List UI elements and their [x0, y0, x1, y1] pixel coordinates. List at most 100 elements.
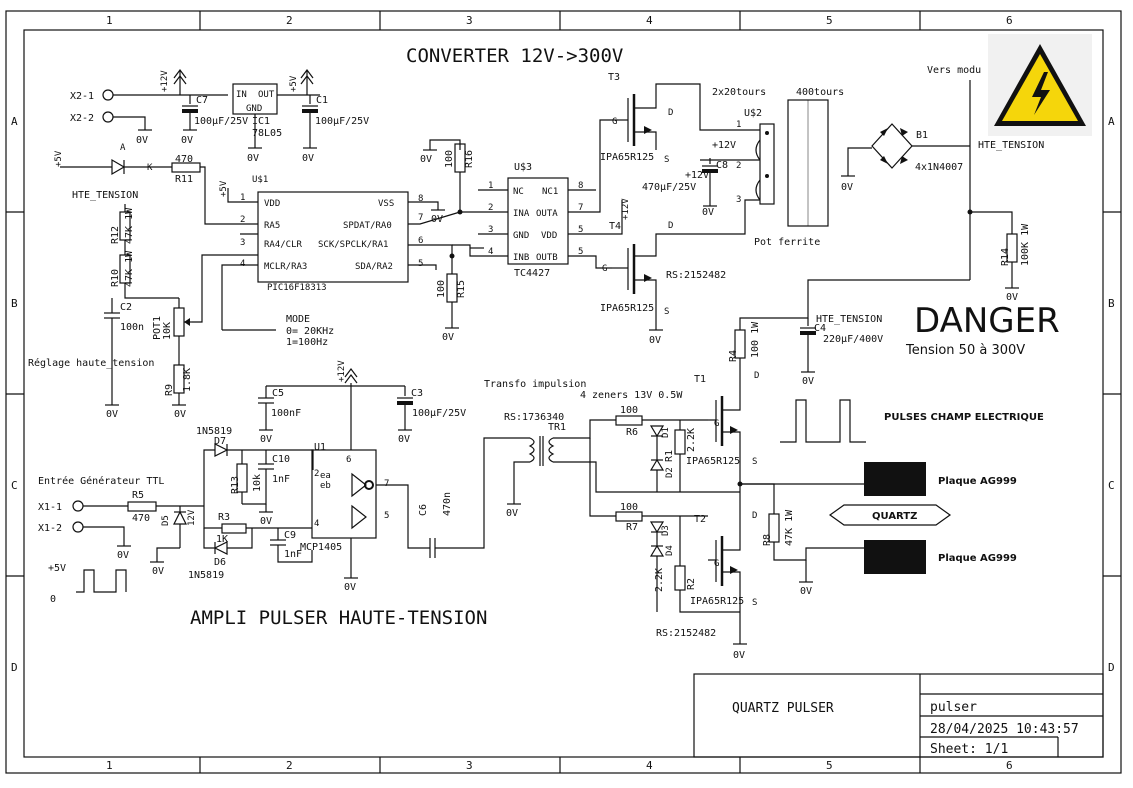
- connector-x2-2: [102, 111, 114, 123]
- connector-x1-2: [72, 521, 84, 533]
- titleblock-date: 28/04/2025 10:43:57: [930, 722, 1079, 737]
- quartz-crystal: [828, 504, 952, 526]
- t2-rs: RS:2152482: [656, 628, 716, 639]
- col-label-bottom-3: 3: [466, 759, 473, 772]
- connector-x1-1-label: X1-1: [38, 502, 62, 513]
- sheet-border: 1 2 3 4 5 6 1 2 3 4 5 6 A B C D A B C D: [5, 10, 1122, 774]
- pic16f18313-chip: [257, 191, 409, 283]
- plate-a: [864, 462, 926, 496]
- pic-pin-num: 4: [240, 259, 245, 269]
- row-label-left-d: D: [11, 661, 18, 674]
- converter-power-stage: T3 G S IPA65R125 2x20tours 400tours U$2 …: [600, 72, 1044, 400]
- pic-pin-num: 8: [418, 194, 423, 204]
- d7-value: 1N5819: [196, 426, 232, 437]
- driver-pin-num: 1: [488, 181, 493, 191]
- u1-pin-2: 2: [314, 469, 319, 479]
- col-label-bottom-4: 4: [646, 759, 653, 772]
- c3-ref: C3: [411, 388, 423, 399]
- r5-value: 470: [132, 513, 150, 524]
- t1-gate: G: [714, 419, 719, 429]
- connector-x1-2-label: X1-2: [38, 523, 62, 534]
- d3-ref: D3: [661, 525, 671, 536]
- pic-pin-vss: VSS: [378, 199, 394, 209]
- bridge-part: 4x1N4007: [915, 162, 963, 173]
- t4-drain: D: [668, 221, 673, 231]
- tension-range-label: Tension 50 à 300V: [905, 343, 1025, 358]
- d1-zener: [649, 425, 665, 438]
- t4-ref: T4: [609, 221, 621, 232]
- connector-x2-1: [102, 89, 114, 101]
- gnd-label: 0V: [136, 135, 148, 146]
- driver-part: TC4427: [514, 268, 550, 279]
- t1-source: S: [752, 457, 757, 467]
- r16-ref: R16: [464, 150, 475, 168]
- d2-ref: D2: [665, 467, 675, 478]
- r15-value: 100: [436, 280, 447, 298]
- c5-value: 100nF: [271, 408, 301, 419]
- r1-ref: R1: [664, 450, 675, 462]
- mcp1405-driver: [311, 449, 377, 539]
- r8-ref: R8: [762, 534, 773, 546]
- pic-pin-num: 6: [418, 236, 423, 246]
- t3-source: S: [664, 155, 669, 165]
- gnd-label: 0V: [841, 182, 853, 193]
- hte-tension-output: HTE_TENSION: [978, 140, 1044, 151]
- u1-pin-ea: ea: [320, 471, 331, 481]
- pot1-potentiometer[interactable]: [173, 307, 185, 337]
- secondary-turns: 400tours: [796, 87, 844, 98]
- r4-ref: R4: [728, 350, 739, 362]
- tr1-ref: TR1: [548, 422, 566, 433]
- entree-label: Entrée Générateur TTL: [38, 475, 164, 487]
- bridge-ref: B1: [916, 130, 928, 141]
- t2-drain: D: [752, 511, 757, 521]
- gnd-label: 0V: [181, 135, 193, 146]
- d5-ref: D5: [161, 515, 171, 526]
- driver-pin-ina: INA: [513, 209, 530, 219]
- d5-zener: [173, 510, 187, 525]
- connector-x2-2-label: X2-2: [70, 113, 94, 124]
- row-label-right-d: D: [1108, 661, 1115, 674]
- connector-x1-1: [72, 500, 84, 512]
- core-label: Pot ferrite: [754, 237, 820, 248]
- c7-value: 100µF/25V: [194, 116, 248, 127]
- u1-pin-7: 7: [384, 479, 389, 489]
- d4-zener: [649, 544, 665, 557]
- driver-pin-num: 5: [578, 247, 583, 257]
- pic-part: PIC16F18313: [267, 283, 327, 293]
- c6-ref: C6: [418, 504, 429, 516]
- transformer-pin-2: 2: [736, 161, 741, 171]
- u1-pin-6: 6: [346, 455, 351, 465]
- gnd-label: 0V: [1006, 292, 1018, 303]
- d4-ref: D4: [665, 545, 675, 556]
- power-input: X2-1 X2-2 0V +12V C7 100µF/25V 0V IN OUT…: [70, 69, 369, 164]
- transformer-ref: U$2: [744, 108, 762, 119]
- t2-ref: T2: [694, 514, 706, 525]
- led1-cathode-label: K: [147, 163, 153, 173]
- gnd-label: 0V: [152, 566, 164, 577]
- d7-ref: D7: [214, 436, 226, 447]
- gnd-label: 0V: [117, 550, 129, 561]
- t3-part: IPA65R125: [600, 152, 654, 163]
- pic-pin-ra2: SDA/RA2: [355, 262, 393, 272]
- gnd-label: 0V: [247, 153, 259, 164]
- t2-part: IPA65R125: [690, 596, 744, 607]
- r8-value: 47K 1W: [784, 509, 795, 546]
- r11-value: 470: [175, 154, 193, 165]
- pic-pin-ra1: SCK/SPCLK/RA1: [318, 240, 388, 250]
- r2-resistor: [674, 565, 686, 591]
- c8-supply-label: +12V: [685, 170, 709, 181]
- gnd-label: 0V: [506, 508, 518, 519]
- bridge-rectifier: [871, 123, 913, 169]
- c10-ref: C10: [272, 454, 290, 465]
- r7-resistor: [615, 511, 643, 522]
- col-label-bottom-6: 6: [1006, 759, 1013, 772]
- col-label-top-1: 1: [106, 14, 113, 27]
- driver-pin-outb: OUTB: [536, 253, 558, 263]
- t2-gate: G: [714, 559, 719, 569]
- pic-pin-ra3: MCLR/RA3: [264, 262, 307, 272]
- p12v-rail-label: +12V: [160, 70, 170, 92]
- ttl-waveform-icon: [76, 569, 127, 593]
- pic-ref: U$1: [252, 175, 268, 185]
- d7-diode: [214, 443, 229, 457]
